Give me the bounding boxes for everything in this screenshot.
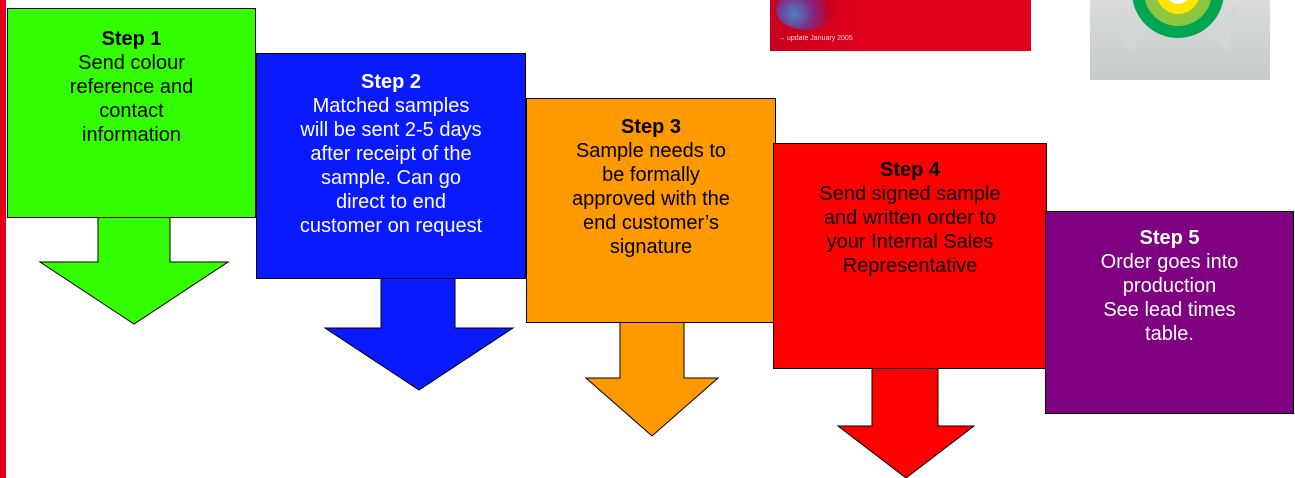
step-3-arrow — [584, 316, 720, 437]
step-1-text: Send colour reference and contact inform… — [69, 52, 194, 146]
helios-logo-icon — [1118, 0, 1238, 52]
swoosh-graphic — [776, 0, 836, 30]
step-3-box: Step 3 Sample needs to be formally appro… — [526, 98, 776, 323]
step-3-text: Sample needs to be formally approved wit… — [572, 140, 730, 258]
step-5-box: Step 5 Order goes into production See le… — [1045, 211, 1294, 414]
step-4-box: Step 4 Send signed sample and written or… — [773, 143, 1047, 369]
step-2-text: Matched samples will be sent 2-5 days af… — [299, 95, 483, 237]
left-accent-bar — [0, 0, 6, 478]
step-4-label: Step 4 — [879, 159, 941, 181]
step-1-box: Step 1 Send colour reference and contact… — [7, 8, 256, 218]
step-5-text: Order goes into production See lead time… — [1100, 251, 1239, 345]
step-5-label: Step 5 — [1139, 227, 1200, 249]
step-2-arrow — [323, 272, 515, 391]
step-3-label: Step 3 — [620, 116, 682, 138]
step-4-text: Send signed sample and written order to … — [819, 183, 1001, 277]
bp-logo-thumbnail — [1090, 0, 1270, 80]
step-4-arrow — [836, 364, 976, 478]
step-2-label: Step 2 — [360, 71, 422, 93]
step-1-arrow — [38, 212, 230, 325]
brochure-cover-thumbnail: → update January 2005 — [770, 0, 1031, 51]
step-1-label: Step 1 — [101, 28, 162, 50]
brochure-caption: → update January 2005 — [778, 35, 853, 42]
step-2-box: Step 2 Matched samples will be sent 2-5 … — [256, 53, 526, 279]
